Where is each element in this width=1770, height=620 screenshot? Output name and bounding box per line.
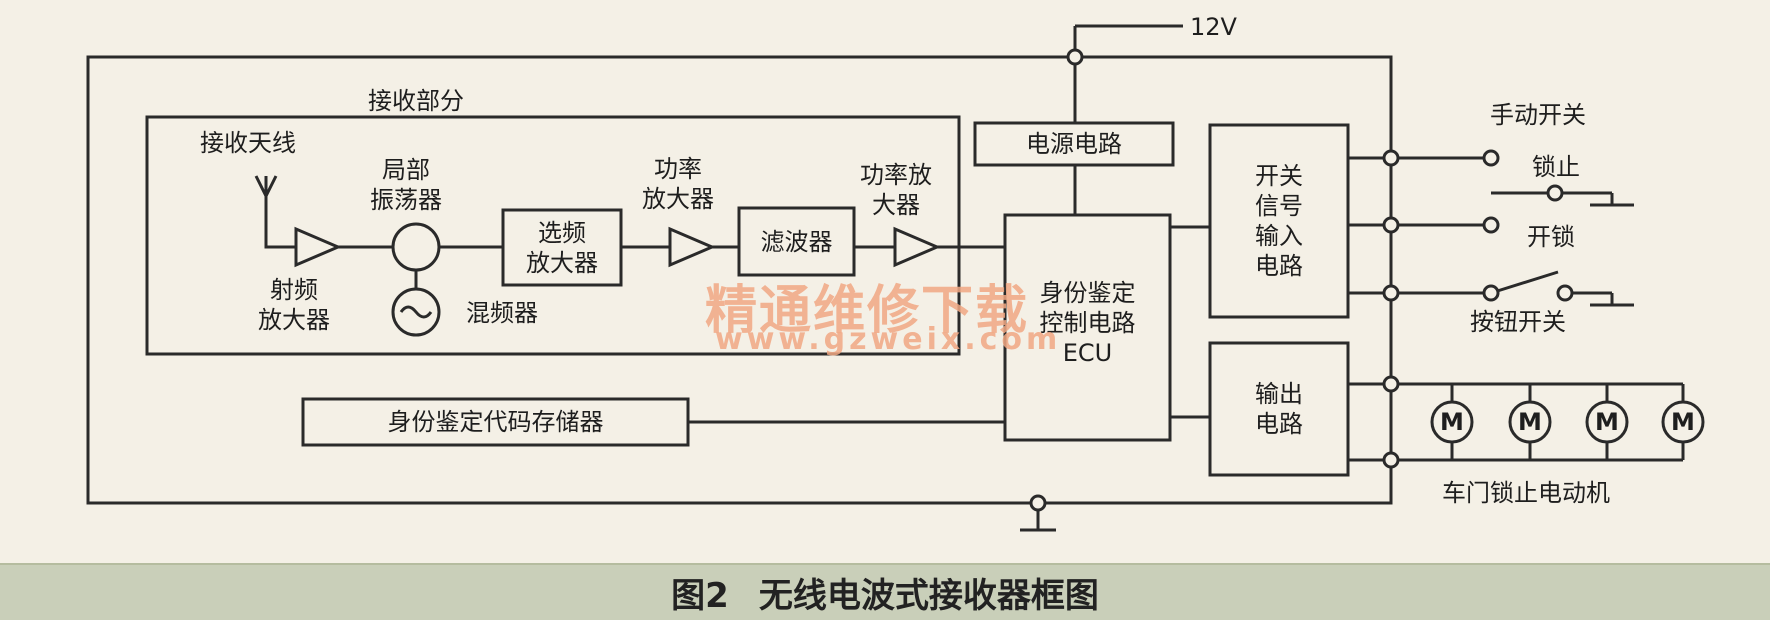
receive-section-label: 接收部分	[368, 87, 464, 115]
switch-input-box	[1208, 123, 1350, 319]
motor-2-symbol: M	[1518, 408, 1542, 436]
watermark-text: 精通维修下载	[705, 281, 1030, 341]
power-amp-2-label: 功率放 大器	[860, 161, 932, 219]
voltage-label: 12V	[1190, 13, 1237, 41]
lock-label: 锁止	[1532, 153, 1580, 181]
freq-select-amp-label: 选频 放大器	[526, 218, 598, 277]
motor-4	[1661, 400, 1705, 444]
rf-amp-label: 射频 放大器	[258, 276, 330, 334]
power-amp-1-label: 功率 放大器	[642, 155, 714, 213]
motor-1	[1430, 400, 1474, 444]
code-memory-label: 身份鉴定代码存储器	[387, 408, 604, 436]
motor-2	[1508, 400, 1552, 444]
figure-number: 图2	[671, 576, 729, 616]
motor-1-symbol: M	[1440, 408, 1464, 436]
output-circuit-label: 输出 电路	[1255, 380, 1303, 438]
button-switch-label: 按钮开关	[1470, 308, 1566, 336]
antenna-label: 接收天线	[200, 129, 296, 157]
local-osc-label: 局部 振荡器	[370, 156, 442, 214]
motor-3-symbol: M	[1595, 408, 1619, 436]
manual-switch-label: 手动开关	[1490, 101, 1586, 129]
filter-label: 滤波器	[760, 227, 833, 256]
motor-4-symbol: M	[1671, 408, 1695, 436]
unlock-label: 开锁	[1527, 223, 1575, 251]
watermark-url: www.gzweix.com	[715, 322, 1062, 357]
figure-title: 无线电波式接收器框图	[758, 576, 1099, 616]
ecu-label: 身份鉴定 控制电路 ECU	[1039, 278, 1136, 367]
power-supply-label: 电源电路	[1026, 130, 1122, 158]
switch-input-label: 开关 信号 输入 电路	[1255, 162, 1303, 280]
figure-caption: 图2 无线电波式接收器框图	[0, 568, 1770, 617]
output-circuit-box	[1208, 341, 1350, 477]
motors-label: 车门锁止电动机	[1442, 479, 1610, 507]
ecu-box	[1003, 213, 1172, 442]
caption-band	[0, 563, 1770, 620]
mixer-label: 混频器	[466, 299, 538, 327]
receive-section-frame	[145, 115, 961, 356]
motor-3	[1585, 400, 1629, 444]
